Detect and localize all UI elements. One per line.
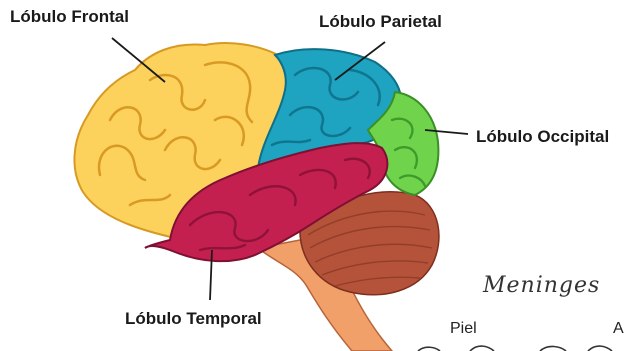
scribble-fragment: [418, 346, 612, 351]
parietal-lobe-label: Lóbulo Parietal: [319, 12, 442, 32]
occipital-lobe-label: Lóbulo Occipital: [476, 127, 609, 147]
meninges-handwritten-label: Meninges: [483, 273, 600, 298]
piel-label: Piel: [450, 320, 477, 338]
frontal-lobe-label: Lóbulo Frontal: [10, 7, 129, 27]
temporal-lobe-label: Lóbulo Temporal: [125, 309, 262, 329]
cut-off-letter: A: [613, 320, 624, 338]
